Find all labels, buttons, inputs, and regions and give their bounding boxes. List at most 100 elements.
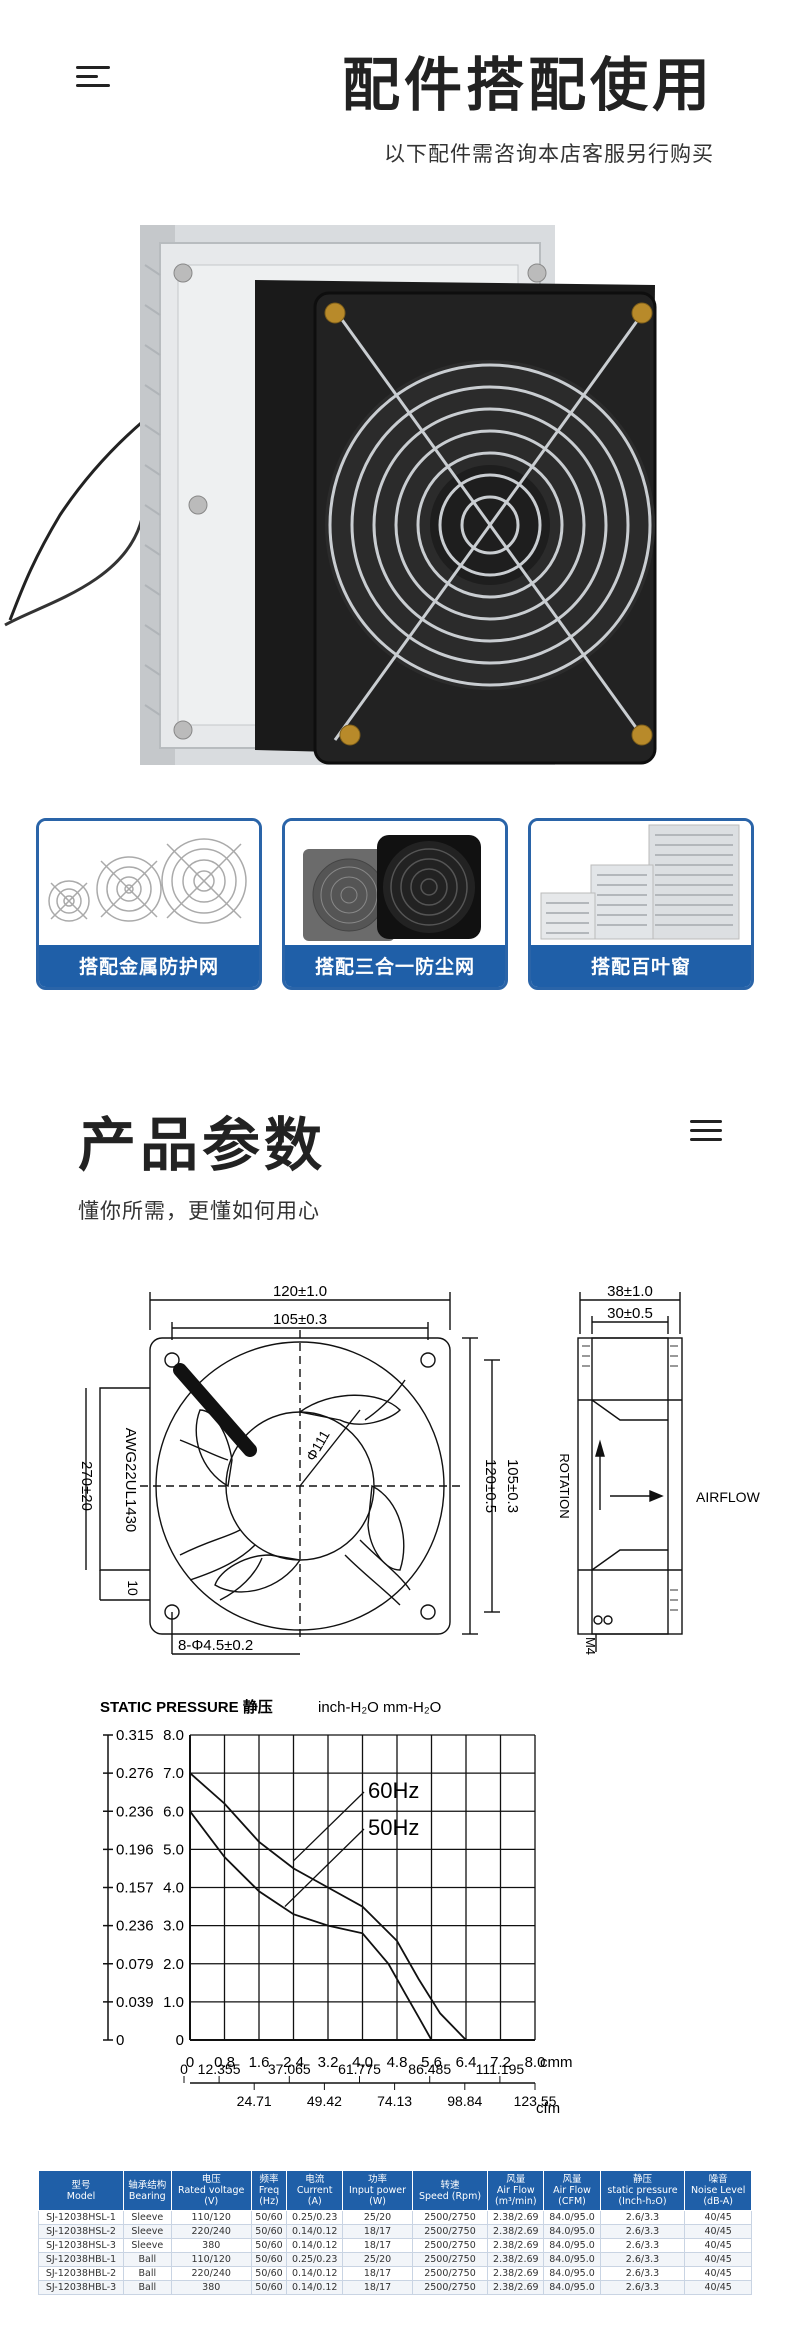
fan-dimension-drawing: 120±1.0 105±0.3 38±1.0 30±0.5 120±0.5 10… <box>78 1283 761 1655</box>
rotation-label: ROTATION <box>557 1453 572 1518</box>
table-cell: 40/45 <box>684 2210 752 2225</box>
y-tick-mm: 8.0 <box>163 1727 184 1744</box>
table-header-line: (m³/min) <box>495 2196 537 2207</box>
x-tick-cmm: 4.0 <box>352 2054 373 2071</box>
table-cell: 18/17 <box>342 2266 413 2281</box>
cfm-label-top: 0 <box>180 2061 188 2077</box>
table-cell: 18/17 <box>342 2280 413 2295</box>
table-cell: 2500/2750 <box>411 2210 489 2225</box>
dim-hole-spacing-label: 105±0.3 <box>273 1311 327 1328</box>
cfm-label-top: 111.195 <box>476 2061 525 2077</box>
dim-depth-label: 38±1.0 <box>607 1283 653 1300</box>
table-header-line: (V) <box>204 2196 219 2207</box>
louver-icon <box>540 824 740 940</box>
cfm-label-bottom: 24.71 <box>237 2093 272 2109</box>
y-tick-inch: 0.079 <box>116 1956 154 1973</box>
dim-10-label: 10 <box>125 1580 141 1596</box>
y-tick-inch: 0.157 <box>116 1880 154 1897</box>
y-tick-inch: 0.236 <box>116 1918 154 1935</box>
table-cell: 40/45 <box>684 2266 752 2281</box>
cfm-label-top: 61.775 <box>338 2061 381 2077</box>
table-cell: 220/240 <box>170 2224 252 2239</box>
cfm-label-bottom: 74.13 <box>377 2093 412 2109</box>
table-header-line: Current <box>296 2185 333 2196</box>
page-title: 配件搭配使用 <box>341 51 714 119</box>
series-line-50hz <box>189 1810 433 2041</box>
accessory-card-louver[interactable]: 搭配百叶窗 <box>528 818 754 990</box>
table-cell: Sleeve <box>123 2238 172 2253</box>
table-header-line: (A) <box>307 2196 322 2207</box>
table-cell: 2.38/2.69 <box>487 2224 545 2239</box>
table-cell: 84.0/95.0 <box>543 2224 601 2239</box>
y-tick-mm: 0 <box>176 2032 184 2049</box>
table-cell: 2.38/2.69 <box>487 2252 545 2267</box>
table-cell: 25/20 <box>342 2210 413 2225</box>
y-tick-mm: 3.0 <box>163 1918 184 1935</box>
table-cell: 380 <box>170 2280 252 2295</box>
table-cell: 2500/2750 <box>411 2224 489 2239</box>
table-header-line: (W) <box>369 2196 386 2207</box>
menu-icon[interactable] <box>76 66 110 90</box>
table-cell: 84.0/95.0 <box>543 2266 601 2281</box>
accessory-card-dust-filter[interactable]: 搭配三合一防尘网 <box>282 818 508 990</box>
x-tick-cmm: 7.2 <box>490 2054 511 2071</box>
menu-icon-2[interactable] <box>690 1120 724 1144</box>
screw-m4-label: M4 <box>583 1637 598 1655</box>
table-header-line: (CFM) <box>558 2196 586 2207</box>
accessory-label-louver: 搭配百叶窗 <box>531 945 751 987</box>
x-tick-cmm: 2.4 <box>283 2054 304 2071</box>
metal-guard-icon <box>48 838 247 924</box>
table-cell: 84.0/95.0 <box>543 2280 601 2295</box>
table-cell: 2500/2750 <box>411 2280 489 2295</box>
page-subtitle: 以下配件需咨询本店客服另行购买 <box>384 142 714 166</box>
table-cell: 2.38/2.69 <box>487 2210 545 2225</box>
table-header-line: Rated voltage <box>178 2185 245 2196</box>
table-cell: 2500/2750 <box>411 2252 489 2267</box>
table-header-line: Bearing <box>128 2190 166 2202</box>
table-cell: 40/45 <box>684 2224 752 2239</box>
y-tick-inch: 0.236 <box>116 1803 154 1820</box>
x-tick-cmm: 3.2 <box>318 2054 339 2071</box>
accessory-card-metal-guard[interactable]: 搭配金属防护网 <box>36 818 262 990</box>
table-cell: 0.25/0.23 <box>286 2252 344 2267</box>
cfm-label-top: 12.355 <box>198 2061 241 2077</box>
table-header-line: 风量 <box>562 2174 582 2185</box>
fan-product-image <box>4 225 657 765</box>
table-header-line: Air Flow <box>553 2185 591 2196</box>
y-tick-mm: 5.0 <box>163 1841 184 1858</box>
table-header-line: 型号 <box>71 2179 91 2191</box>
table-cell: 40/45 <box>684 2238 752 2253</box>
table-cell: 40/45 <box>684 2252 752 2267</box>
x-tick-cmm: 5.6 <box>421 2054 442 2071</box>
dim-mount-holes-label: 8-Φ4.5±0.2 <box>178 1637 253 1654</box>
accessory-label-dust-filter: 搭配三合一防尘网 <box>285 945 505 987</box>
table-cell: 84.0/95.0 <box>543 2210 601 2225</box>
table-header-line: 功率 <box>368 2174 388 2185</box>
table-header-line: 轴承结构 <box>128 2179 167 2191</box>
table-cell: 2.38/2.69 <box>487 2238 545 2253</box>
y-tick-mm: 4.0 <box>163 1880 184 1897</box>
series-line-60hz <box>189 1772 467 2041</box>
table-header-line: Speed (Rpm) <box>418 2190 482 2202</box>
table-cell: 40/45 <box>684 2280 752 2295</box>
table-cell: 0.14/0.12 <box>286 2224 344 2239</box>
chart-xlabel: cmm <box>540 2054 573 2071</box>
chart-unit-label: inch-H₂O mm-H₂O <box>318 1699 441 1716</box>
table-header-line: Freq <box>258 2185 280 2196</box>
table-cell: 0.14/0.12 <box>286 2238 344 2253</box>
table-header-line: 电流 <box>305 2174 325 2185</box>
table-cell: 110/120 <box>170 2252 252 2267</box>
table-cell: 0.14/0.12 <box>286 2266 344 2281</box>
table-cell: 380 <box>170 2238 252 2253</box>
table-cell: 18/17 <box>342 2224 413 2239</box>
table-cell: 2.38/2.69 <box>487 2280 545 2295</box>
x-tick-cmm: 4.8 <box>387 2054 408 2071</box>
x-tick-cmm: 1.6 <box>249 2054 270 2071</box>
table-cell: 2.6/3.3 <box>599 2252 686 2267</box>
x-tick-cmm: 0 <box>186 2054 194 2071</box>
